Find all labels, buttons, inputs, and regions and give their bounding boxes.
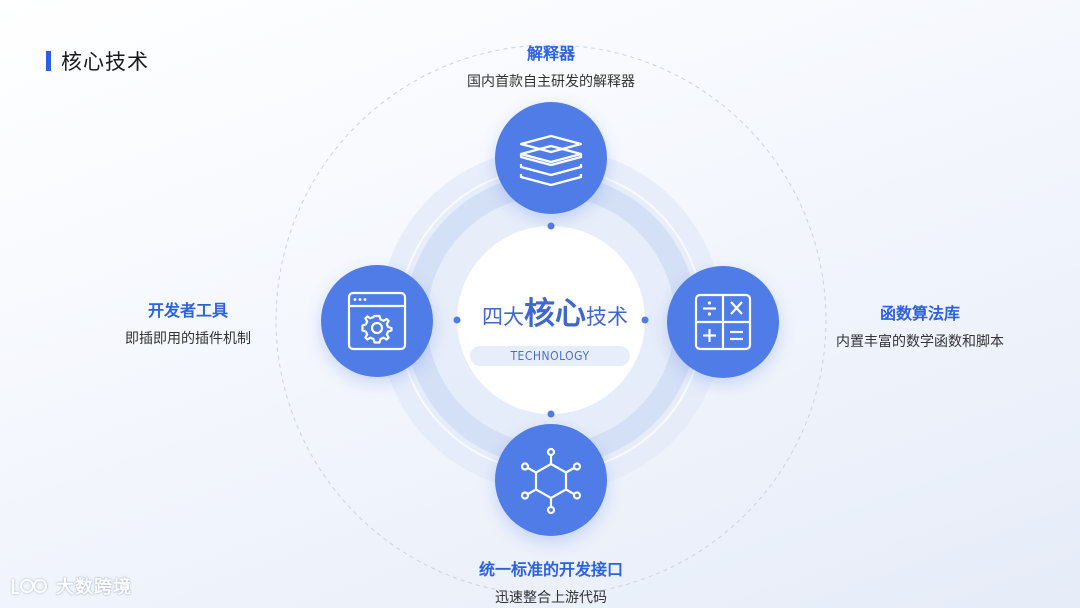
center-title: 四大核心技术: [470, 288, 640, 333]
function-library-node: [667, 266, 779, 378]
center-disc: [457, 226, 645, 414]
developer-tools-node: [321, 265, 433, 377]
center-title-emphasis: 核心: [524, 296, 586, 332]
function-library-label: 函数算法库 内置丰富的数学函数和脚本: [812, 300, 1028, 351]
interpreter-label: 解释器 国内首款自主研发的解释器: [448, 40, 654, 91]
center-title-prefix: 四大: [482, 305, 524, 329]
dev-interface-label: 统一标准的开发接口 迅速整合上游代码: [446, 556, 656, 607]
dev-interface-node: [495, 424, 607, 536]
dev-interface-desc: 迅速整合上游代码: [495, 590, 607, 606]
center-subtitle-pill: TECHNOLOGY: [470, 346, 630, 366]
interpreter-node: [495, 102, 607, 214]
developer-tools-name: 开发者工具: [147, 301, 228, 320]
center-title-suffix: 技术: [586, 305, 628, 329]
outer-dashed-ring: [275, 44, 827, 596]
watermark-text: 大数跨境: [56, 577, 132, 598]
hexagon-network-icon: [520, 447, 582, 515]
calculator-icon: [694, 293, 752, 351]
developer-tools-desc: 即插即用的插件机制: [125, 331, 251, 347]
connector-dot-top: [547, 222, 555, 230]
title-accent-bar: [46, 51, 51, 71]
interpreter-desc: 国内首款自主研发的解释器: [467, 74, 635, 90]
connector-dot-bottom: [547, 410, 555, 418]
function-library-name: 函数算法库: [879, 304, 960, 323]
connector-dot-left: [453, 316, 461, 324]
stacked-layers-icon: [519, 134, 583, 187]
connector-dot-right: [641, 316, 649, 324]
dev-interface-name: 统一标准的开发接口: [478, 560, 623, 579]
interpreter-name: 解释器: [526, 44, 575, 63]
watermark-logo: 大数跨境: [10, 573, 132, 599]
watermark-logo-icon: [11, 578, 48, 595]
developer-tools-label: 开发者工具 即插即用的插件机制: [100, 297, 276, 348]
page-title: 核心技术: [46, 46, 149, 76]
function-library-desc: 内置丰富的数学函数和脚本: [836, 334, 1004, 350]
page-title-text: 核心技术: [61, 50, 149, 74]
window-gear-icon: [347, 291, 407, 351]
